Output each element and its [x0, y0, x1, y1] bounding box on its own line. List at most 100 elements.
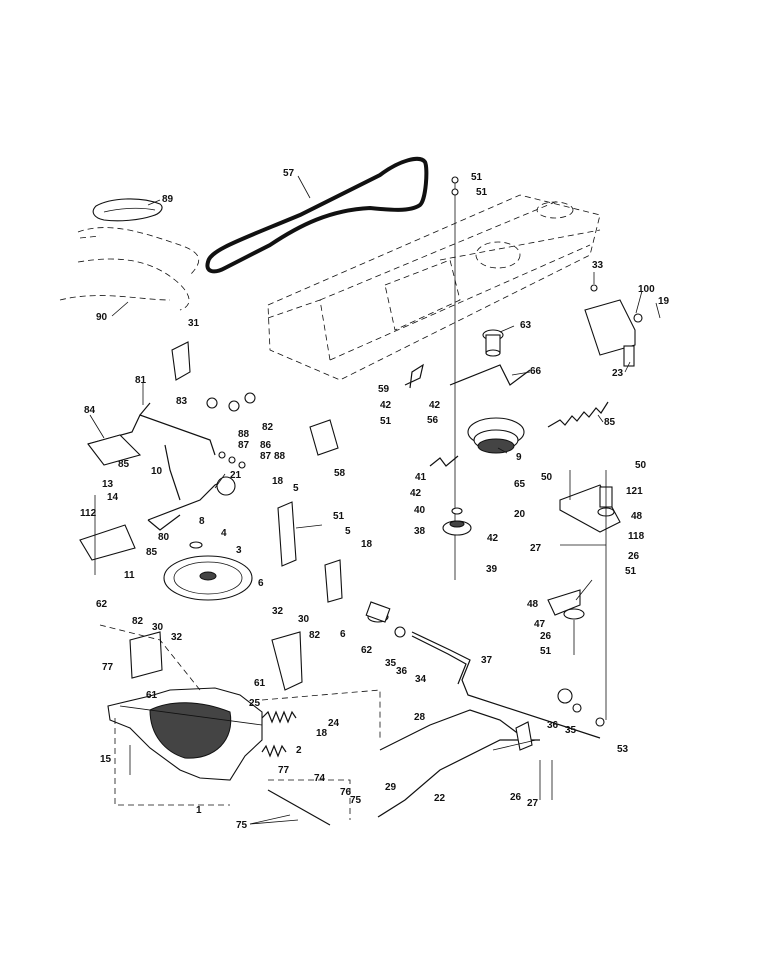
callout-label: 90 [96, 312, 108, 323]
callout-label: 85 [118, 459, 130, 470]
bracket-5-upper [277, 501, 297, 567]
callout-label: 80 [158, 532, 170, 543]
callout-label: 75 [236, 820, 248, 831]
callout-label: 18 [272, 476, 284, 487]
idler-arm [547, 470, 621, 720]
idler-bracket [584, 299, 636, 356]
callout-label: 5 [293, 483, 299, 494]
callout-label: 61 [254, 678, 266, 689]
callout-label: 6 [258, 578, 264, 589]
callout-label: 29 [385, 782, 397, 793]
callout-label: 50 [541, 472, 553, 483]
callout-label: 36 [547, 720, 559, 731]
callout-label: 84 [84, 405, 96, 416]
callout-label: 112 [80, 508, 97, 519]
callout-label: 30 [298, 614, 310, 625]
callout-label: 89 [162, 194, 174, 205]
callout-label: 42 [410, 488, 422, 499]
callout-label: 77 [102, 662, 114, 673]
callout-label: 21 [230, 470, 242, 481]
callout-label: 27 [527, 798, 539, 809]
callout-label: 2 [296, 745, 302, 756]
callout-label: 51 [471, 172, 483, 183]
spring-2 [261, 744, 287, 758]
callout-label: 82 [132, 616, 144, 627]
callout-label: 1 [196, 805, 202, 816]
callout-label: 53 [617, 744, 629, 755]
callout-label: 51 [540, 646, 552, 657]
callout-label: 47 [534, 619, 546, 630]
callout-label: 82 [309, 630, 321, 641]
bracket-30-left [129, 631, 163, 679]
callout-label: 39 [486, 564, 498, 575]
callout-label: 87 [238, 440, 250, 451]
callout-label: 42 [487, 533, 499, 544]
callout-label: 41 [415, 472, 427, 483]
hood-outline [59, 227, 200, 311]
callout-label: 34 [415, 674, 427, 685]
callout-label: 51 [476, 187, 488, 198]
callout-label: 62 [361, 645, 373, 656]
callout-label: 58 [334, 468, 346, 479]
callout-label: 8 [199, 516, 205, 527]
callout-label: 13 [102, 479, 114, 490]
callout-label: 37 [481, 655, 493, 666]
callout-label: 65 [514, 479, 526, 490]
callout-label: 18 [361, 539, 373, 550]
callout-label: 61 [146, 690, 158, 701]
callout-label: 15 [100, 754, 112, 765]
callout-label: 23 [612, 368, 624, 379]
callout-label: 32 [171, 632, 183, 643]
callout-label: 50 [635, 460, 647, 471]
callout-label: 81 [135, 375, 147, 386]
spring-25 [261, 710, 297, 724]
callout-label: 10 [151, 466, 163, 477]
callout-label: 35 [565, 725, 577, 736]
callout-label: 87 [260, 451, 272, 462]
callout-label: 48 [631, 511, 643, 522]
callout-label: 25 [249, 698, 261, 709]
callout-label: 76 [340, 787, 352, 798]
bracket-59 [404, 363, 424, 389]
seat-part [92, 198, 163, 222]
chassis-frame [267, 194, 601, 381]
callout-label: 20 [514, 509, 526, 520]
callout-label: 85 [146, 547, 158, 558]
callout-label: 85 [604, 417, 616, 428]
callout-label: 14 [107, 492, 119, 503]
callout-label: 26 [510, 792, 522, 803]
callout-label: 3 [236, 545, 242, 556]
callout-label: 63 [520, 320, 532, 331]
callout-label: 42 [429, 400, 441, 411]
callout-label: 77 [278, 765, 290, 776]
bracket-5-lower [324, 559, 343, 603]
callout-label: 48 [527, 599, 539, 610]
callout-label: 51 [380, 416, 392, 427]
callout-label: 75 [350, 795, 362, 806]
callout-label: 22 [434, 793, 446, 804]
callout-label: 59 [378, 384, 390, 395]
callout-label: 11 [124, 570, 135, 581]
callout-label: 26 [628, 551, 640, 562]
bracket-58 [309, 419, 339, 456]
callout-label: 42 [380, 400, 392, 411]
callout-label: 36 [396, 666, 408, 677]
callout-label: 57 [283, 168, 295, 179]
callout-label: 121 [626, 486, 643, 497]
callout-label: 24 [328, 718, 340, 729]
callout-label: 27 [530, 543, 542, 554]
callout-label: 18 [316, 728, 328, 739]
callout-label: 38 [414, 526, 426, 537]
callout-label: 5 [345, 526, 351, 537]
callout-label: 86 [260, 440, 272, 451]
drive-belt [205, 156, 429, 274]
callout-label: 62 [96, 599, 108, 610]
callout-label: 30 [152, 622, 164, 633]
clutch-assembly [442, 176, 525, 580]
leader-lines [89, 175, 661, 825]
callout-label: 83 [176, 396, 188, 407]
callout-label: 6 [340, 629, 346, 640]
callout-label: 88 [274, 451, 286, 462]
